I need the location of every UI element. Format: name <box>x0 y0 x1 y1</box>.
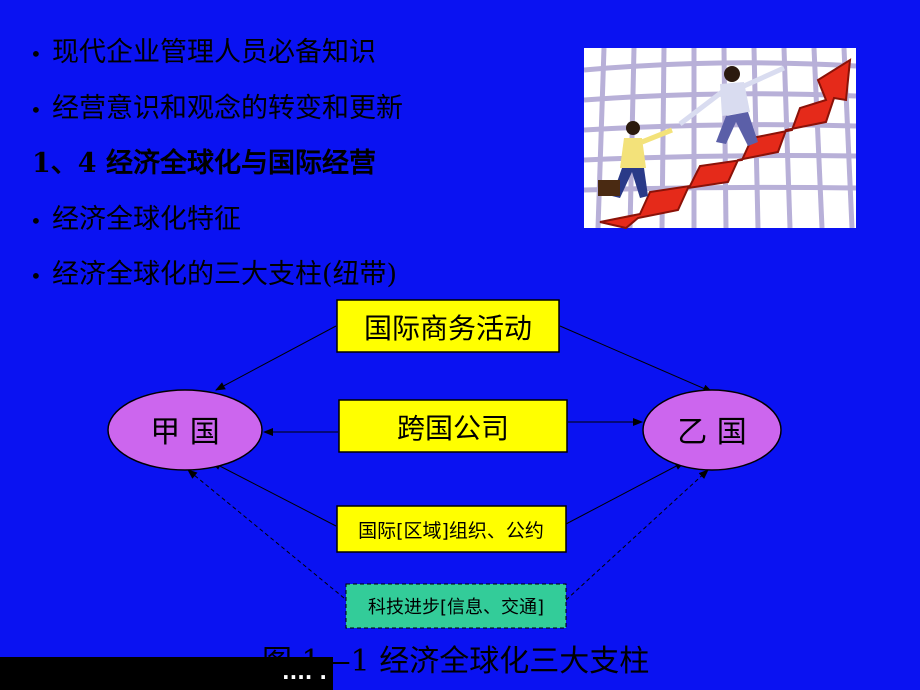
node-country-b-label: 乙 国 <box>677 415 747 450</box>
bullet-item: • 经济全球化特征 <box>30 197 241 236</box>
bullet-item: • 经济全球化的三大支柱(纽带) <box>30 252 397 291</box>
connector-arrow <box>211 461 337 527</box>
connector-arrow <box>215 325 337 391</box>
box-multinational <box>338 399 568 453</box>
box-multinational-label: 跨国公司 <box>397 412 509 445</box>
business-climb-illustration-icon <box>584 48 856 230</box>
node-country-b <box>642 389 782 471</box>
box-organizations <box>336 505 567 553</box>
bullet-text: 现代企业管理人员必备知识 <box>52 37 376 68</box>
bullet-text: 经营意识和观念的转变和更新 <box>52 93 403 124</box>
footer-text: .... . <box>282 660 327 684</box>
section-heading: 1、4 经济全球化与国际经营 <box>32 148 376 179</box>
bullet-dot-icon: • <box>30 41 42 66</box>
box-organizations-label: 国际[区域]组织、公约 <box>358 520 544 542</box>
node-country-a <box>107 389 263 471</box>
bullet-dot-icon: • <box>30 208 42 233</box>
box-international-business <box>336 299 560 353</box>
box-technology <box>345 583 567 629</box>
bullet-dot-icon: • <box>30 97 42 122</box>
bullet-item: • 经营意识和观念的转变和更新 <box>30 86 403 125</box>
connector-arrow-dashed <box>565 469 709 601</box>
connector-arrow <box>565 461 685 525</box>
box-international-business-label: 国际商务活动 <box>364 312 532 345</box>
footer-bar <box>0 657 333 690</box>
bullet-item: • 现代企业管理人员必备知识 <box>30 30 376 69</box>
box-technology-label: 科技进步[信息、交通] <box>368 597 544 618</box>
connector-arrow <box>559 325 713 393</box>
bullet-text: 经济全球化特征 <box>52 204 241 235</box>
bullet-dot-icon: • <box>30 263 42 288</box>
node-country-a-label: 甲 国 <box>150 415 220 450</box>
connector-arrow-dashed <box>187 469 345 599</box>
bullet-text: 经济全球化的三大支柱(纽带) <box>52 259 398 290</box>
